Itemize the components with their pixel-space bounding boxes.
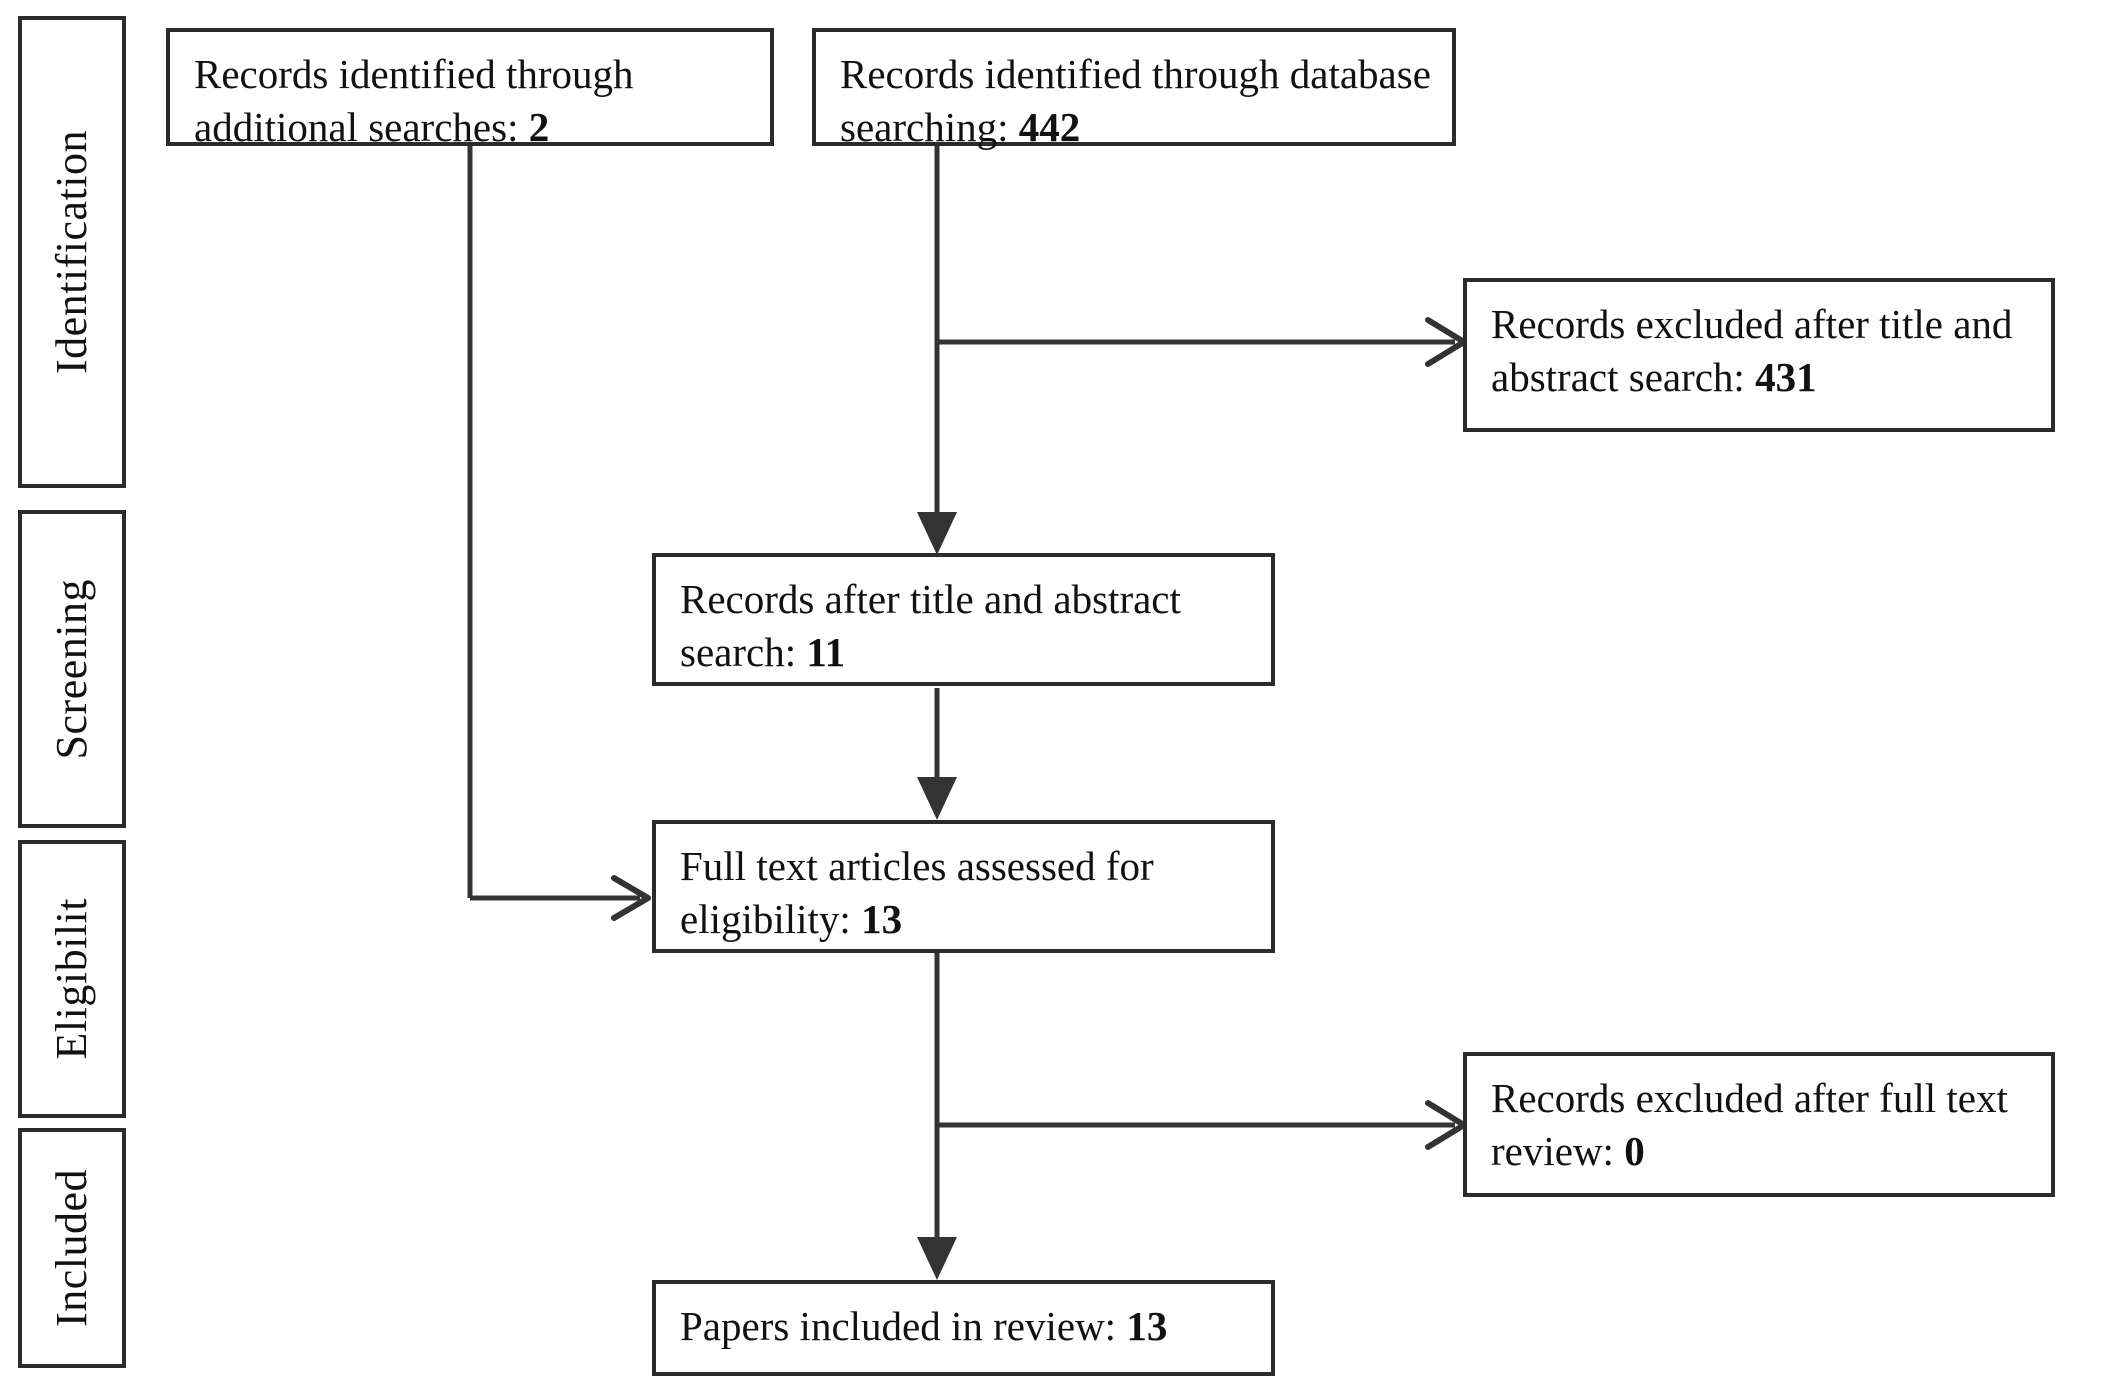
box-additional-searches-value: 2: [528, 104, 550, 151]
box-records-after-title-abstract-text: Records after title and abstract search:…: [680, 573, 1251, 680]
box-papers-included-value: 13: [1126, 1303, 1168, 1349]
box-full-text-assessed: Full text articles assessed for eligibil…: [652, 820, 1275, 953]
arrowhead-database-to-records: [917, 512, 957, 555]
box-excluded-title-abstract-text: Records excluded after title and abstrac…: [1491, 298, 2031, 405]
stage-box-screening: Screening: [18, 510, 126, 828]
box-records-after-title-abstract-value: 11: [806, 629, 846, 676]
box-database-searching-text: Records identified through database sear…: [840, 48, 1432, 155]
box-database-searching-value: 442: [1018, 104, 1081, 151]
stage-box-eligibility: Eligibilit: [18, 840, 126, 1118]
stage-box-identification: Identification: [18, 16, 126, 488]
box-papers-included-text: Papers included in review: 13: [680, 1300, 1251, 1353]
box-excluded-title-abstract-label: Records excluded after title and abstrac…: [1491, 301, 2013, 401]
arrowhead-exclusion-title-abstract: [1425, 317, 1467, 367]
box-papers-included-label: Papers included in review:: [680, 1303, 1127, 1349]
box-additional-searches: Records identified through additional se…: [166, 28, 774, 150]
box-additional-searches-text: Records identified through additional se…: [194, 48, 750, 155]
arrowhead-additional-to-fulltext: [611, 875, 651, 921]
stage-label-screening: Screening: [47, 578, 96, 760]
arrowhead-fulltext-to-included: [917, 1237, 957, 1280]
box-records-after-title-abstract-label: Records after title and abstract search:: [680, 576, 1181, 676]
box-excluded-title-abstract: Records excluded after title and abstrac…: [1463, 278, 2055, 432]
box-full-text-assessed-value: 13: [861, 896, 903, 943]
box-excluded-full-text-text: Records excluded after full text review:…: [1491, 1072, 2031, 1179]
arrowhead-exclusion-full-text: [1425, 1100, 1467, 1150]
arrowhead-records-to-fulltext: [917, 777, 957, 820]
stage-label-eligibility: Eligibilit: [47, 898, 96, 1060]
stage-label-included: Included: [47, 1169, 96, 1327]
stage-box-included: Included: [18, 1128, 126, 1368]
box-full-text-assessed-text: Full text articles assessed for eligibil…: [680, 840, 1251, 947]
box-excluded-full-text-value: 0: [1624, 1128, 1645, 1175]
box-papers-included: Papers included in review: 13: [652, 1280, 1275, 1376]
box-database-searching-label: Records identified through database sear…: [840, 51, 1431, 151]
box-excluded-full-text: Records excluded after full text review:…: [1463, 1052, 2055, 1197]
box-additional-searches-label: Records identified through additional se…: [194, 51, 634, 151]
box-full-text-assessed-label: Full text articles assessed for eligibil…: [680, 843, 1154, 943]
box-database-searching: Records identified through database sear…: [812, 28, 1456, 150]
box-excluded-full-text-label: Records excluded after full text review:: [1491, 1075, 2008, 1175]
stage-label-identification: Identification: [47, 129, 96, 374]
box-excluded-title-abstract-value: 431: [1755, 354, 1817, 401]
box-records-after-title-abstract: Records after title and abstract search:…: [652, 553, 1275, 686]
